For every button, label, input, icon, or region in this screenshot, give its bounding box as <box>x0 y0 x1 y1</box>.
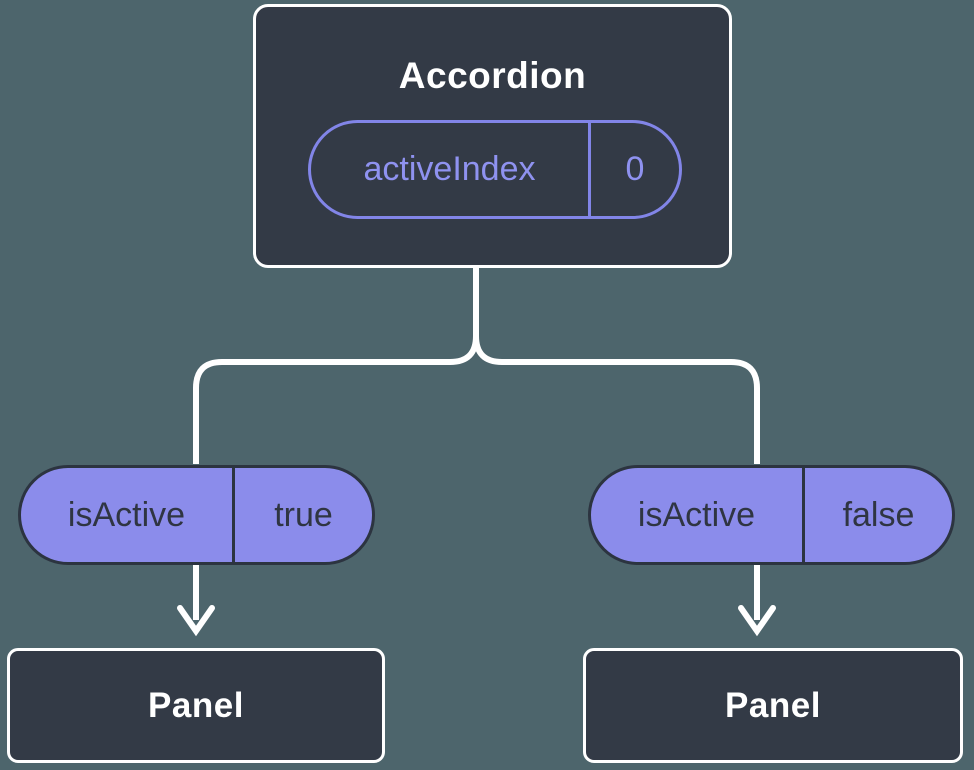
prop-value-left: true <box>274 495 333 534</box>
state-pill: activeIndex 0 <box>308 120 682 219</box>
accordion-node: Accordion activeIndex 0 <box>253 4 732 268</box>
panel-node-right: Panel <box>583 648 963 763</box>
panel-node-left-title: Panel <box>148 685 244 725</box>
prop-pill-left: isActive true <box>18 465 375 565</box>
connector-root-to-right-prop <box>473 265 760 464</box>
prop-pill-right: isActive false <box>588 465 955 565</box>
prop-value-right: false <box>842 495 915 534</box>
panel-node-left: Panel <box>7 648 385 763</box>
prop-name-left: isActive <box>21 468 235 562</box>
accordion-node-title: Accordion <box>398 55 587 96</box>
state-value: 0 <box>625 150 645 188</box>
prop-name-right: isActive <box>591 468 805 562</box>
state-name: activeIndex <box>311 123 591 216</box>
connector-root-to-left-prop <box>193 265 479 464</box>
arrow-right-head-icon <box>738 605 776 637</box>
panel-node-right-title: Panel <box>725 685 821 725</box>
arrow-left-head-icon <box>177 605 215 637</box>
